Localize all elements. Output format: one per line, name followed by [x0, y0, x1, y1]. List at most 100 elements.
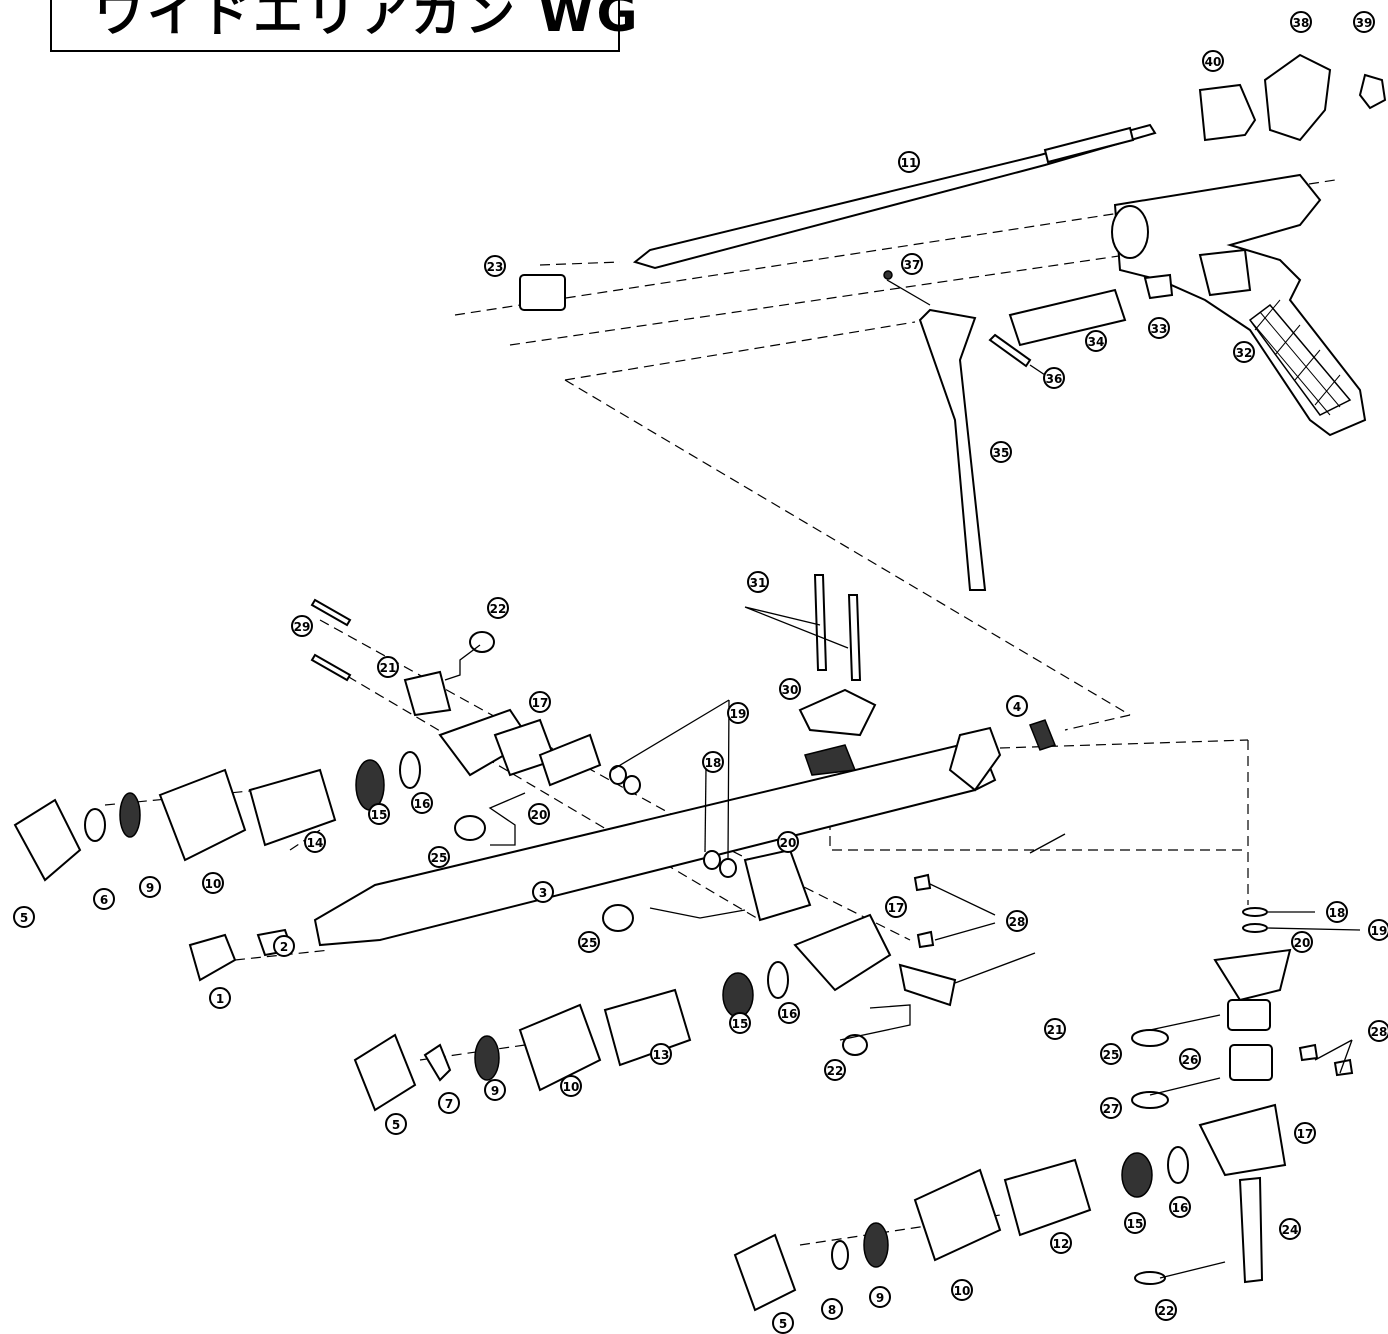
callout-circle	[1100, 1043, 1122, 1065]
callout-label: 29	[294, 620, 311, 634]
callout-circle	[1353, 11, 1375, 33]
callout-c34: 34	[1085, 330, 1107, 352]
callout-circle	[1006, 695, 1028, 717]
callout-c9c: 9	[869, 1286, 891, 1308]
callout-label: 13	[653, 1048, 670, 1062]
callout-label: 16	[414, 797, 431, 811]
callout-circle	[1085, 330, 1107, 352]
callout-circle	[1155, 1299, 1177, 1321]
callout-c2: 2	[273, 935, 295, 957]
callout-c5c: 5	[772, 1312, 794, 1334]
main-barrel	[313, 719, 1056, 947]
callout-c24: 24	[1279, 1218, 1301, 1240]
part-38-knob	[1263, 53, 1332, 142]
callout-label: 32	[1236, 346, 1253, 360]
clamp-assembly	[798, 574, 877, 776]
callout-c14: 14	[304, 831, 326, 853]
callout-label: 33	[1151, 322, 1168, 336]
callout-circle	[1100, 1097, 1122, 1119]
callout-circle	[273, 935, 295, 957]
callout-c18a: 18	[702, 751, 724, 773]
callout-label: 21	[1047, 1023, 1064, 1037]
callout-circle	[1124, 1212, 1146, 1234]
callout-circle	[1050, 1232, 1072, 1254]
callout-label: 38	[1293, 16, 1310, 30]
right-side-assembly	[733, 907, 1354, 1312]
callout-circle	[747, 571, 769, 593]
callout-circle	[13, 906, 35, 928]
part-36-pin	[988, 333, 1032, 368]
callout-c21a: 21	[377, 656, 399, 678]
callout-circle	[368, 803, 390, 825]
callout-c28a: 28	[1006, 910, 1028, 932]
callout-c16c: 16	[1169, 1196, 1191, 1218]
callout-circle	[532, 881, 554, 903]
upper-nozzle-assembly	[13, 598, 641, 882]
callout-label: 17	[888, 901, 905, 915]
callout-circle	[484, 255, 506, 277]
callout-label: 18	[705, 756, 722, 770]
callout-label: 15	[371, 808, 388, 822]
callout-c1: 1	[209, 987, 231, 1009]
callout-label: 23	[487, 260, 504, 274]
callout-group: 1234555678999101010111213141515151616161…	[13, 11, 1388, 1334]
part-37-screw	[883, 270, 893, 280]
callout-c33: 33	[1148, 317, 1170, 339]
callout-circle	[291, 615, 313, 637]
callout-circle	[990, 441, 1012, 463]
callout-label: 17	[532, 696, 549, 710]
callout-label: 19	[730, 707, 747, 721]
callout-c11: 11	[898, 151, 920, 173]
callout-label: 2	[280, 940, 288, 954]
title-box: ワイドエリアガン WG	[50, 0, 638, 52]
callout-c20b: 20	[777, 831, 799, 853]
callout-label: 27	[1103, 1102, 1120, 1116]
callout-c28b: 28	[1368, 1020, 1388, 1042]
callout-c17b: 17	[885, 896, 907, 918]
callout-label: 5	[779, 1317, 787, 1331]
callout-label: 7	[445, 1097, 453, 1111]
callout-label: 30	[782, 683, 799, 697]
callout-label: 39	[1356, 16, 1373, 30]
callout-circle	[1290, 11, 1312, 33]
callout-label: 15	[1127, 1217, 1144, 1231]
callout-circle	[93, 888, 115, 910]
callout-label: 36	[1046, 372, 1063, 386]
callout-circle	[1233, 341, 1255, 363]
callout-label: 34	[1088, 335, 1105, 349]
callout-c38: 38	[1290, 11, 1312, 33]
callout-circle	[1043, 367, 1065, 389]
callout-circle	[385, 1113, 407, 1135]
callout-circle	[1006, 910, 1028, 932]
callout-circle	[1279, 1218, 1301, 1240]
callout-label: 37	[904, 258, 921, 272]
callout-circle	[1326, 901, 1348, 923]
callout-label: 15	[732, 1017, 749, 1031]
callout-c16a: 16	[411, 792, 433, 814]
gun-body	[1111, 173, 1367, 437]
callout-circle	[304, 831, 326, 853]
callout-circle	[487, 597, 509, 619]
callout-label: 4	[1013, 700, 1021, 714]
callout-circle	[202, 872, 224, 894]
callout-label: 11	[901, 156, 918, 170]
callout-c30: 30	[779, 678, 801, 700]
callout-circle	[1294, 1122, 1316, 1144]
callout-c20a: 20	[528, 803, 550, 825]
callout-circle	[560, 1075, 582, 1097]
callout-circle	[777, 831, 799, 853]
callout-c36: 36	[1043, 367, 1065, 389]
callout-c18b: 18	[1326, 901, 1348, 923]
callout-c17c: 17	[1294, 1122, 1316, 1144]
callout-label: 25	[581, 936, 598, 950]
part-39-nut	[1358, 73, 1387, 110]
callout-c5b: 5	[385, 1113, 407, 1135]
callout-c21b: 21	[1044, 1018, 1066, 1040]
callout-c3: 3	[532, 881, 554, 903]
callout-circle	[1044, 1018, 1066, 1040]
callout-c29: 29	[291, 615, 313, 637]
callout-c25c: 25	[1100, 1043, 1122, 1065]
callout-label: 8	[828, 1303, 836, 1317]
callout-circle	[1148, 317, 1170, 339]
callout-circle	[1179, 1048, 1201, 1070]
